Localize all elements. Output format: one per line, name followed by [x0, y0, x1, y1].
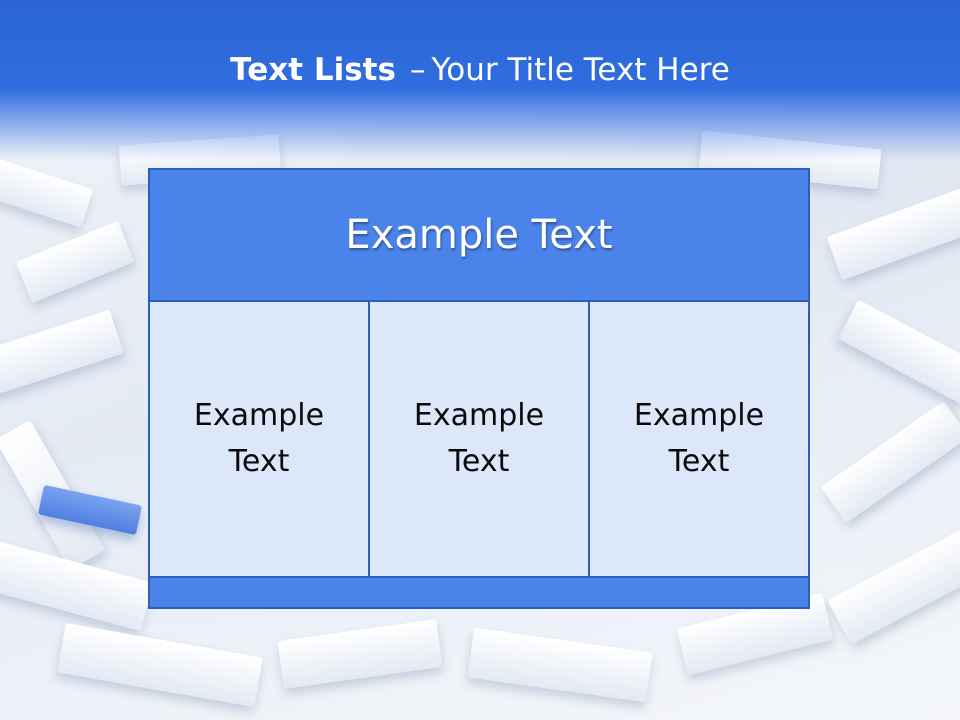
- table-header-text: Example Text: [345, 212, 613, 258]
- column-2-text: Example Text: [413, 398, 545, 479]
- table-column-1: Example Text: [148, 300, 370, 578]
- title-rest-part: Your Title Text Here: [431, 52, 730, 88]
- slide-title: Text Lists–Your Title Text Here: [0, 52, 960, 88]
- title-band: [0, 0, 960, 160]
- column-3-text: Example Text: [633, 398, 765, 479]
- table-column-2: Example Text: [368, 300, 590, 578]
- table-footer-bar: [148, 576, 810, 609]
- text-list-table: Example Text Example Text Example Text E…: [148, 168, 810, 609]
- title-separator: –: [409, 52, 426, 88]
- column-1-text: Example Text: [193, 398, 325, 479]
- table-columns: Example Text Example Text Example Text: [148, 300, 810, 578]
- table-header-cell: Example Text: [148, 168, 810, 302]
- title-bold-part: Text Lists: [230, 52, 396, 88]
- table-column-3: Example Text: [588, 300, 810, 578]
